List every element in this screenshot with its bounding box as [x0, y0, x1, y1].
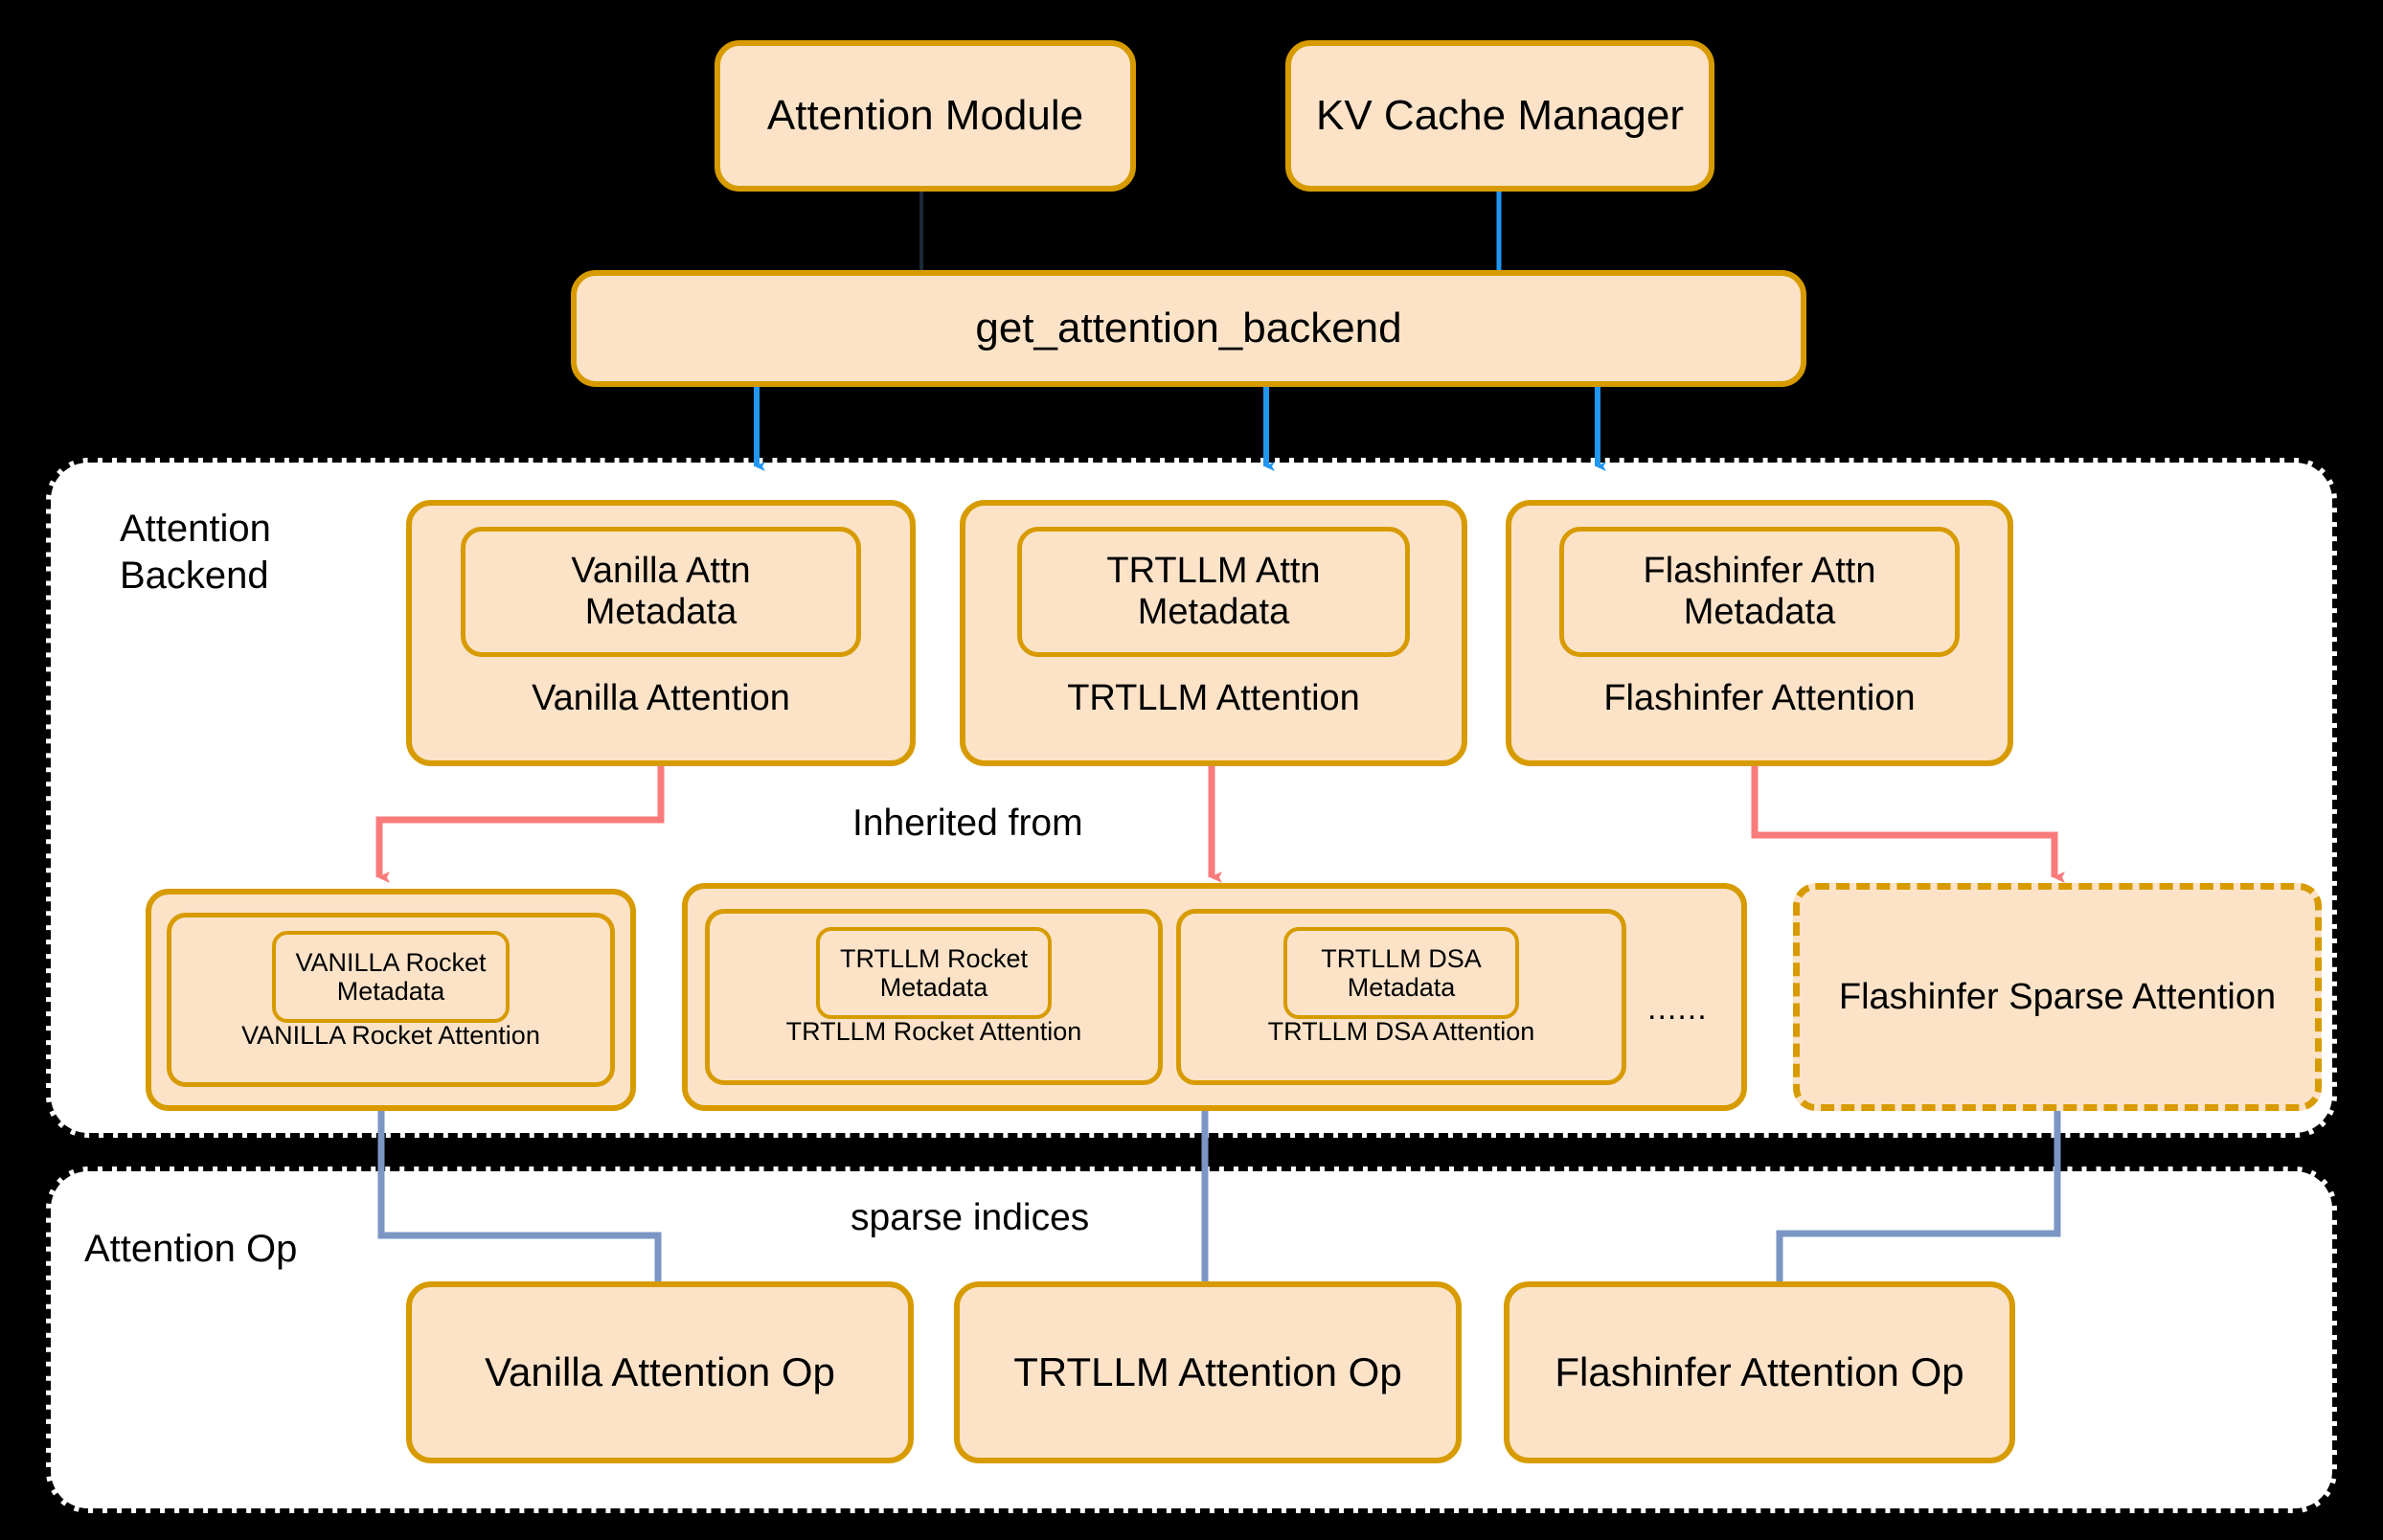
node-trtllm-dsa-attention[interactable]: TRTLLM DSA Metadata TRTLLM DSA Attention	[1176, 909, 1626, 1085]
node-flashinfer-attention-backend[interactable]: Flashinfer Attn Metadata Flashinfer Atte…	[1506, 500, 2013, 766]
node-vanilla-attention-backend[interactable]: Vanilla Attn Metadata Vanilla Attention	[406, 500, 916, 766]
label-vanilla-attention: Vanilla Attention	[532, 678, 790, 718]
node-flashinfer-attention-op[interactable]: Flashinfer Attention Op	[1504, 1281, 2015, 1463]
label-sparse-indices: sparse indices	[851, 1197, 1090, 1238]
label-attention-backend: Attention Backend	[120, 508, 271, 597]
label-attention-op: Attention Op	[84, 1228, 298, 1270]
label-more-sparse-ellipsis: ......	[1647, 989, 1708, 1027]
node-trtllm-attention-backend[interactable]: TRTLLM Attn Metadata TRTLLM Attention	[960, 500, 1467, 766]
node-kv-cache-manager[interactable]: KV Cache Manager	[1285, 40, 1714, 192]
group-trtllm-sparse: TRTLLM Rocket Metadata TRTLLM Rocket Att…	[682, 883, 1747, 1111]
node-vanilla-attention-op[interactable]: Vanilla Attention Op	[406, 1281, 914, 1463]
label-trtllm-dsa-attention: TRTLLM DSA Attention	[1267, 1017, 1535, 1046]
node-vanilla-rocket-metadata[interactable]: VANILLA Rocket Metadata	[272, 931, 510, 1023]
group-vanilla-sparse: VANILLA Rocket Metadata VANILLA Rocket A…	[146, 889, 636, 1111]
label-inherited-from: Inherited from	[852, 803, 1083, 844]
node-trtllm-attention-op[interactable]: TRTLLM Attention Op	[954, 1281, 1462, 1463]
node-trtllm-rocket-attention[interactable]: TRTLLM Rocket Metadata TRTLLM Rocket Att…	[705, 909, 1163, 1085]
node-vanilla-rocket-attention[interactable]: VANILLA Rocket Metadata VANILLA Rocket A…	[167, 913, 615, 1087]
node-trtllm-attn-metadata[interactable]: TRTLLM Attn Metadata	[1017, 527, 1410, 657]
label-vanilla-rocket-attention: VANILLA Rocket Attention	[241, 1021, 540, 1050]
node-attention-module[interactable]: Attention Module	[715, 40, 1136, 192]
node-flashinfer-attn-metadata[interactable]: Flashinfer Attn Metadata	[1559, 527, 1960, 657]
label-flashinfer-attention: Flashinfer Attention	[1603, 678, 1916, 718]
node-get-attention-backend[interactable]: get_attention_backend	[571, 270, 1806, 387]
label-trtllm-rocket-attention: TRTLLM Rocket Attention	[785, 1017, 1082, 1046]
node-trtllm-dsa-metadata[interactable]: TRTLLM DSA Metadata	[1283, 927, 1519, 1019]
node-flashinfer-sparse-attention[interactable]: Flashinfer Sparse Attention	[1793, 883, 2322, 1111]
node-vanilla-attn-metadata[interactable]: Vanilla Attn Metadata	[461, 527, 861, 657]
label-trtllm-attention: TRTLLM Attention	[1067, 678, 1360, 718]
node-trtllm-rocket-metadata[interactable]: TRTLLM Rocket Metadata	[816, 927, 1052, 1019]
